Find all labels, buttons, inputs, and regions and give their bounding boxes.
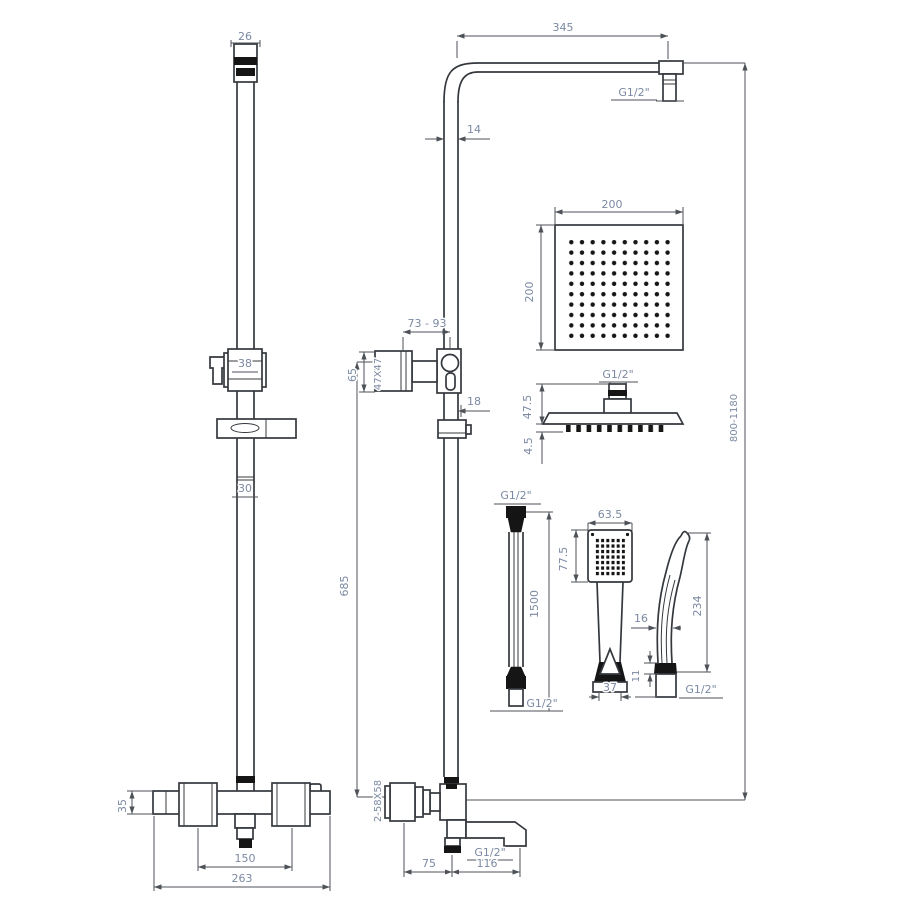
handset-spray-face (595, 538, 625, 576)
dim-plate-thickness: 4.5 (522, 437, 535, 455)
dim-spout-reach: 116 (477, 857, 498, 870)
handset-front-view (571, 520, 633, 701)
dim-arm-length: 345 (553, 21, 574, 34)
diverter-knob (440, 353, 460, 373)
dim-handset-face-height: 77.5 (557, 547, 570, 572)
dim-valve-width: 263 (232, 872, 253, 885)
valve-handle-right (271, 782, 311, 827)
head-nozzle-row (563, 425, 666, 432)
dim-diverter-height: 65 (346, 368, 359, 382)
dimension-labels: 26 345 G1/2" 14 200 200 G1/2" 47.5 4.5 8… (115, 20, 742, 887)
dim-head-height: 47.5 (521, 395, 534, 420)
dim-hose-thread-top: G1/2" (500, 489, 531, 502)
dim-handset-grip-width: 16 (634, 612, 648, 625)
wall-bracket (437, 419, 467, 439)
dim-handset-outlet-width: 37 (603, 681, 617, 694)
handset-side-view (631, 530, 723, 699)
bottom-valve-side (439, 783, 467, 821)
soap-dish (216, 418, 297, 439)
overhead-shower-top-view (536, 207, 684, 351)
dim-diverter-reach: 73 - 93 (408, 317, 447, 330)
dim-head-depth: 200 (523, 282, 536, 303)
dim-rail-width: 30 (238, 482, 252, 495)
dim-valve-inlet-centers: 150 (235, 852, 256, 865)
dim-head-width: 200 (602, 198, 623, 211)
dim-handset-height: 234 (691, 596, 704, 617)
dim-cap-width: 26 (238, 30, 252, 43)
rail-front-view (127, 40, 331, 891)
spray-nozzles (566, 237, 673, 340)
dim-slider-width: 38 (238, 357, 252, 370)
dim-head-thread: G1/2" (602, 368, 633, 381)
bath-spout (465, 821, 527, 847)
dim-valve-handles: 2-58X58 (373, 780, 384, 822)
dim-arm-thread: G1/2" (618, 86, 649, 99)
arm-wall-flange (658, 60, 684, 75)
dim-riser-width: 14 (467, 123, 481, 136)
dim-handset-nut-height: 11 (631, 670, 642, 683)
overhead-shower-side-view (536, 381, 685, 464)
dim-valve-body-height: 35 (116, 799, 129, 813)
dim-overall-height: 800-1180 (729, 394, 740, 442)
valve-handle-side (389, 782, 416, 822)
dim-riser-length: 685 (338, 576, 351, 597)
head-swivel-joint (603, 398, 632, 415)
dim-riser-lower-width: 18 (467, 395, 481, 408)
slider-bracket (227, 348, 263, 392)
valve-handle-left (178, 782, 218, 827)
dim-hose-length: 1500 (528, 590, 541, 618)
dim-hose-thread-bottom: G1/2" (526, 697, 557, 710)
dim-handset-thread: G1/2" (685, 683, 716, 696)
dim-handset-width: 63.5 (598, 508, 623, 521)
riser-side-view (354, 33, 748, 877)
dim-spout-thread: G1/2" (474, 846, 505, 859)
shower-hose-view (490, 503, 563, 712)
dim-valve-inlet-offset: 75 (422, 857, 436, 870)
dim-diverter-handle: 47X47 (373, 358, 384, 390)
